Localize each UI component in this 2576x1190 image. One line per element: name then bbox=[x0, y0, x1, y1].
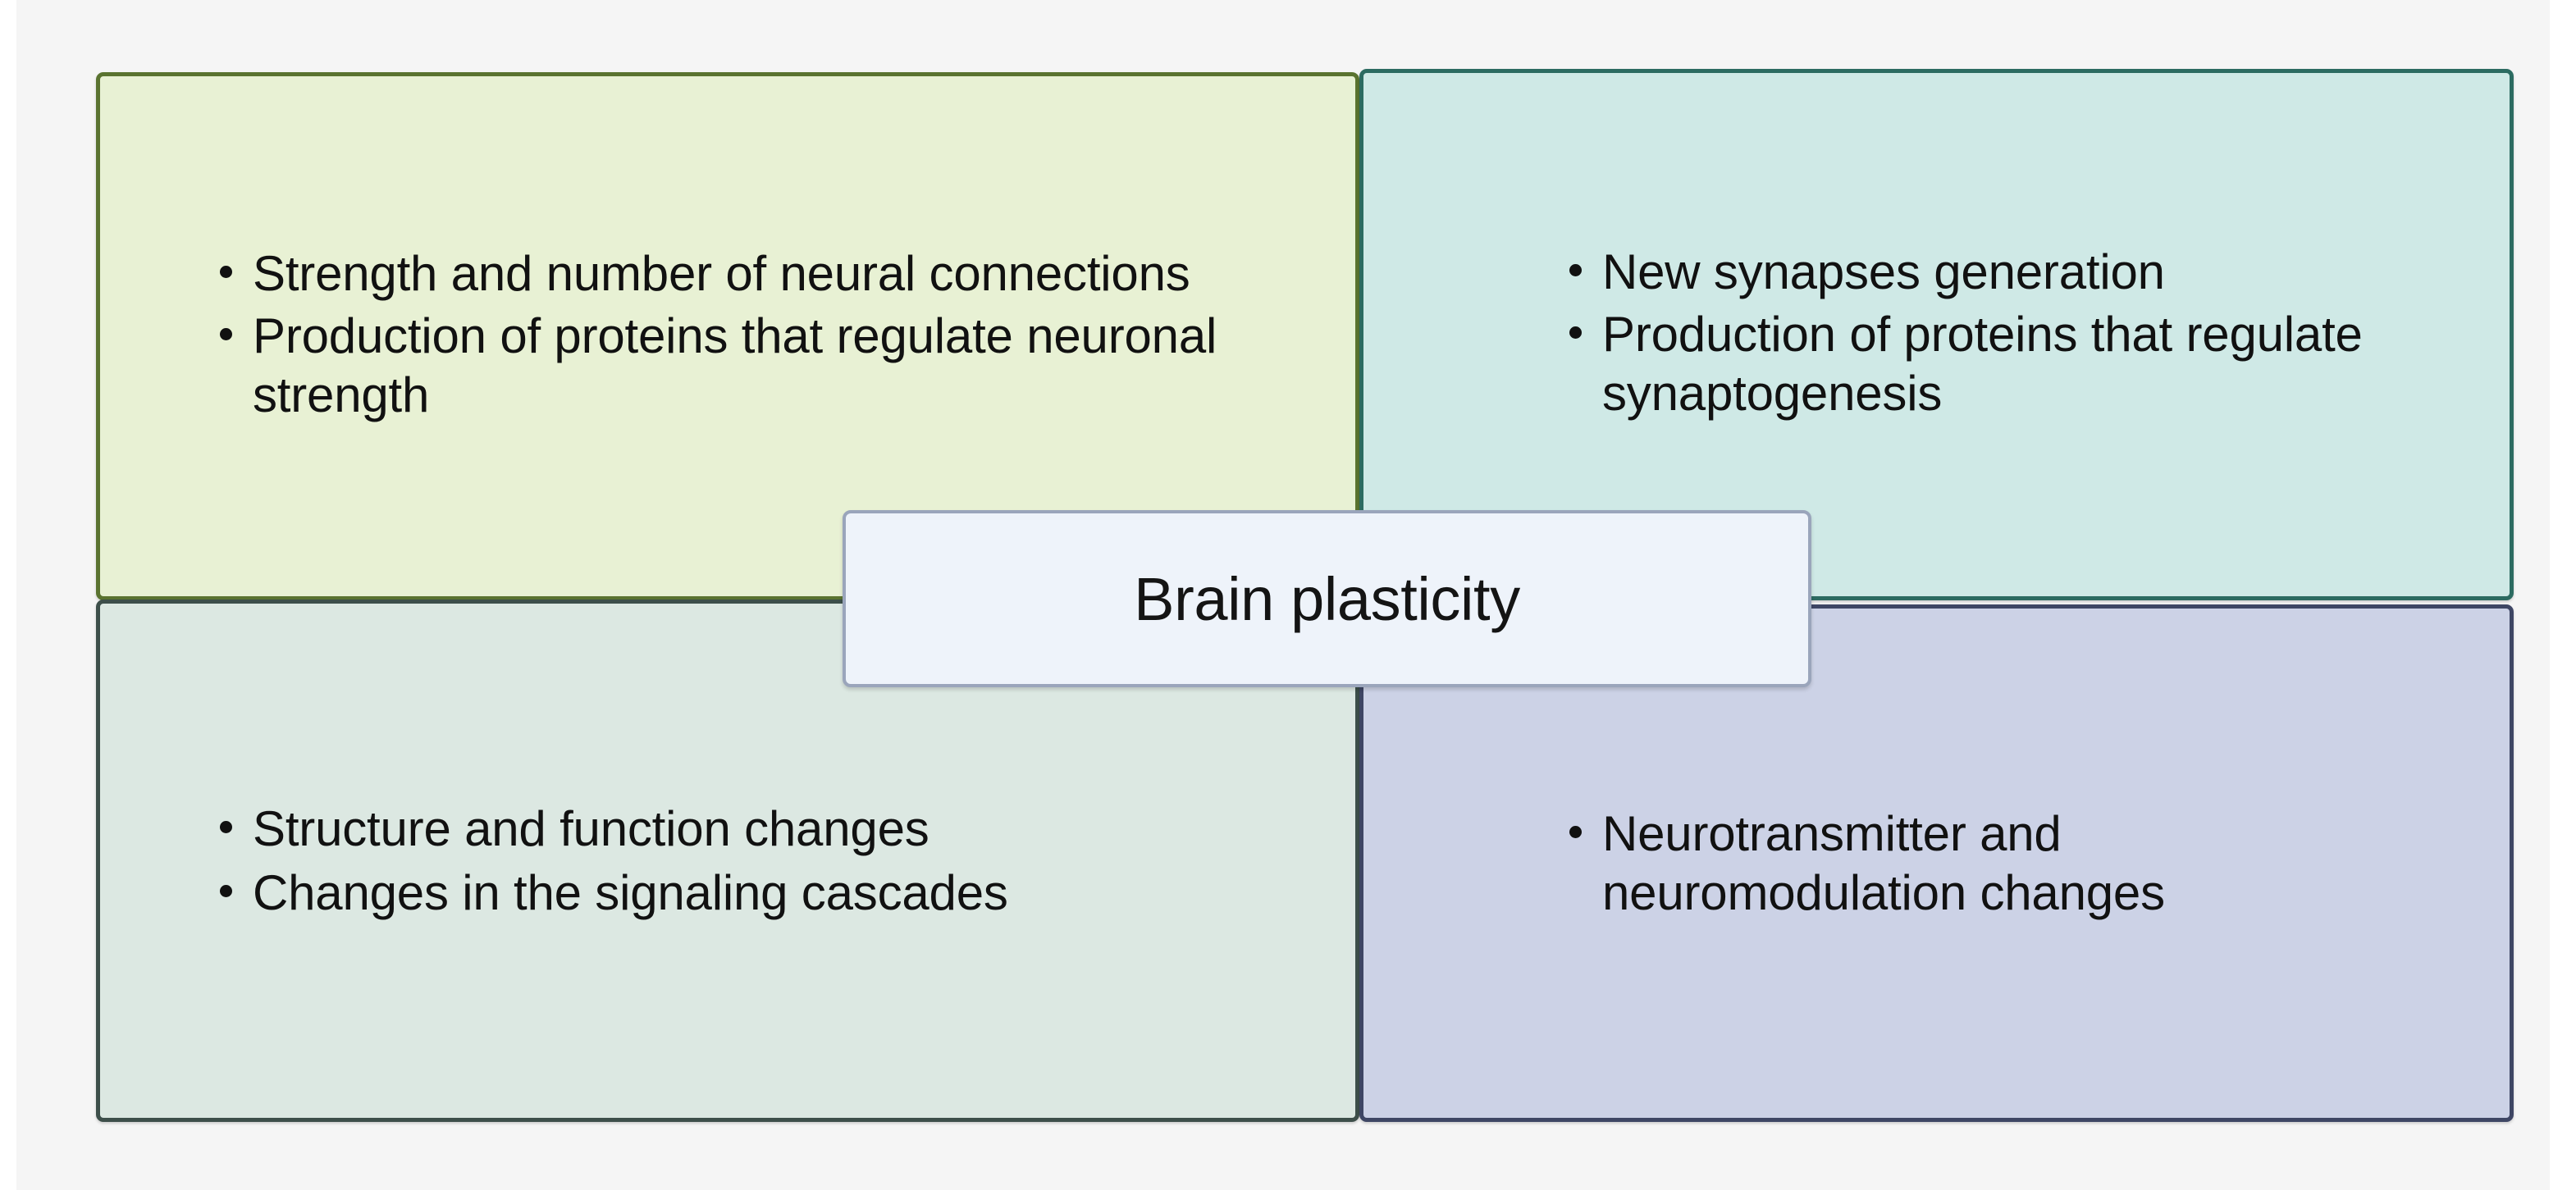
bullet-list-top-right: New synapses generation Production of pr… bbox=[1363, 243, 2510, 426]
list-item: Production of proteins that regulate neu… bbox=[207, 307, 1240, 425]
bullet-dot-icon bbox=[220, 884, 232, 897]
bullet-text: Strength and number of neural connection… bbox=[253, 246, 1190, 301]
bullet-text: Production of proteins that regulate syn… bbox=[1602, 307, 2363, 421]
quadrant-bottom-right[interactable]: Neurotransmitter and neuromodulation cha… bbox=[1359, 604, 2514, 1122]
bullet-dot-icon bbox=[220, 328, 232, 341]
list-item: Structure and function changes bbox=[207, 800, 1240, 859]
list-item: New synapses generation bbox=[1556, 243, 2419, 302]
bullet-text: Neurotransmitter and neuromodulation cha… bbox=[1602, 805, 2165, 920]
bullet-dot-icon bbox=[1569, 264, 1582, 277]
list-item: Strength and number of neural connection… bbox=[207, 244, 1240, 303]
bullet-text: New synapses generation bbox=[1602, 244, 2165, 299]
center-concept-box[interactable]: Brain plasticity bbox=[843, 510, 1811, 687]
bullet-dot-icon bbox=[1569, 825, 1582, 838]
bullet-dot-icon bbox=[1569, 326, 1582, 340]
bullet-dot-icon bbox=[220, 266, 232, 279]
bullet-list-bottom-left: Structure and function changes Changes i… bbox=[100, 800, 1355, 923]
bullet-text: Changes in the signaling cascades bbox=[253, 864, 1008, 920]
list-item: Production of proteins that regulate syn… bbox=[1556, 305, 2419, 423]
bullet-text: Structure and function changes bbox=[253, 800, 929, 856]
list-item: Changes in the signaling cascades bbox=[207, 864, 1240, 923]
left-edge-strip bbox=[0, 0, 16, 1190]
center-concept-title: Brain plasticity bbox=[1134, 564, 1520, 633]
list-item: Neurotransmitter and neuromodulation cha… bbox=[1556, 805, 2411, 923]
bullet-dot-icon bbox=[220, 820, 232, 833]
bullet-list-bottom-right: Neurotransmitter and neuromodulation cha… bbox=[1363, 805, 2510, 923]
quadrant-top-left[interactable]: Strength and number of neural connection… bbox=[96, 72, 1359, 600]
bullet-text: Production of proteins that regulate neu… bbox=[253, 308, 1217, 422]
bullet-list-top-left: Strength and number of neural connection… bbox=[100, 244, 1355, 428]
right-edge-strip bbox=[2550, 0, 2576, 1190]
